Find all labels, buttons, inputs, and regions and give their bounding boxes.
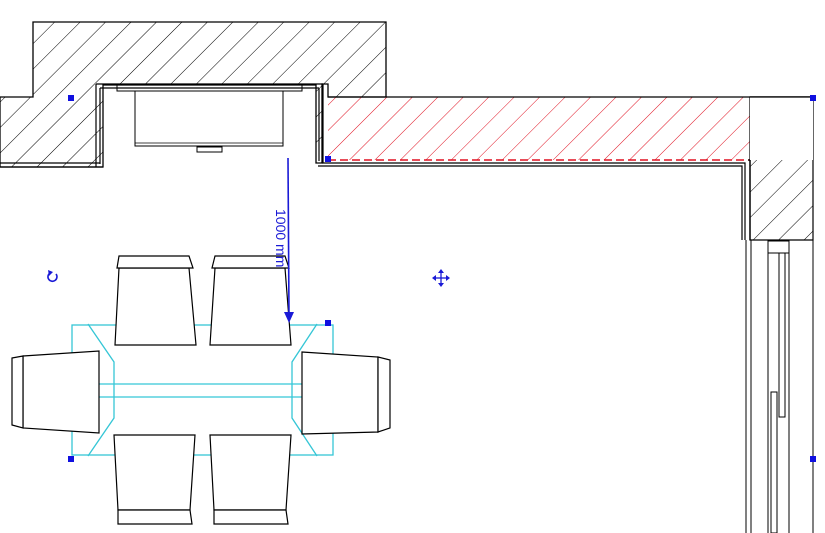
grip-handle[interactable]	[325, 320, 331, 326]
tv-unit[interactable]	[134, 90, 284, 153]
dimension-arrow-icon	[284, 312, 294, 323]
chair-top-left[interactable]	[114, 255, 197, 346]
wall-top-selected[interactable]	[328, 97, 750, 160]
chair-bottom-right[interactable]	[209, 434, 292, 525]
sliding-door[interactable]	[745, 240, 814, 533]
niche-trim	[0, 83, 324, 168]
chair-bottom-left[interactable]	[113, 434, 196, 525]
chair-right[interactable]	[301, 351, 391, 435]
grip-handle[interactable]	[810, 95, 816, 101]
grip-handle[interactable]	[810, 456, 816, 462]
rotate-icon[interactable]	[47, 270, 58, 283]
grip-handle[interactable]	[68, 95, 74, 101]
dimension-label[interactable]: 1000 mm	[273, 209, 289, 267]
chair-top-right[interactable]	[209, 255, 292, 346]
move-icon[interactable]	[432, 269, 450, 287]
chair-left[interactable]	[11, 350, 100, 434]
grip-handle[interactable]	[68, 456, 74, 462]
grip-handle[interactable]	[325, 156, 331, 162]
dimension-line[interactable]: 1000 mm	[273, 157, 294, 323]
dining-table[interactable]	[71, 323, 334, 457]
